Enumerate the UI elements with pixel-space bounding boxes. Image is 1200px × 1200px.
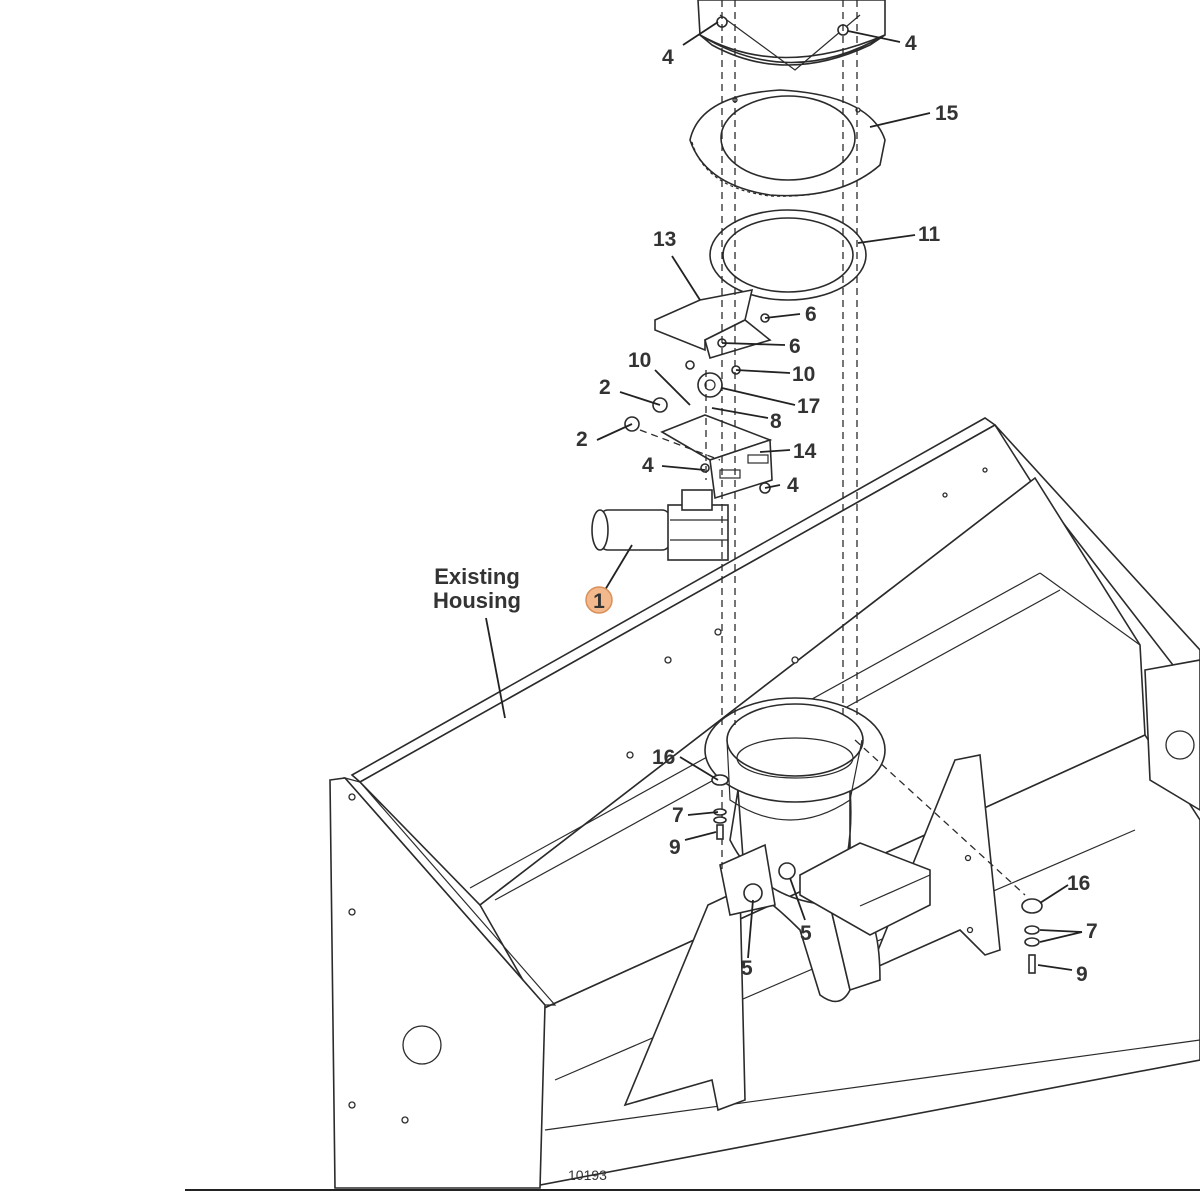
gear-cover <box>654 288 772 360</box>
callout-4: 4 <box>642 454 654 477</box>
callout-9: 9 <box>1076 963 1088 986</box>
callout-8: 8 <box>770 410 782 433</box>
bearing-ring <box>709 209 867 301</box>
callout-16: 16 <box>1067 872 1090 895</box>
callout-15: 15 <box>935 102 959 125</box>
callout-2: 2 <box>599 376 611 399</box>
callout-5: 5 <box>741 957 753 980</box>
callout-10: 10 <box>628 349 651 372</box>
callout-5: 5 <box>800 922 812 945</box>
callout-6: 6 <box>789 335 801 358</box>
callout-4: 4 <box>905 32 917 55</box>
callout-14: 14 <box>793 440 817 463</box>
hardware-stack-right <box>1021 898 1043 974</box>
callout-6: 6 <box>805 303 817 326</box>
existing-housing <box>329 417 1200 1189</box>
callout-9: 9 <box>669 836 681 859</box>
callout-1: 1 <box>593 590 605 613</box>
callout-1-badge <box>585 586 613 614</box>
callout-labels: 4 4 15 11 13 6 6 10 10 2 17 8 2 14 4 4 E… <box>433 32 1098 986</box>
drive-bracket-assembly <box>591 313 773 561</box>
callout-13: 13 <box>653 228 676 251</box>
callout-7: 7 <box>1086 920 1098 943</box>
callout-4: 4 <box>662 46 674 69</box>
housing-label-line-1: Existing <box>434 564 520 589</box>
ring-gear <box>689 89 886 197</box>
assembly-guide-lines <box>639 0 1026 896</box>
figure-number: 10193 <box>568 1167 607 1183</box>
callout-4: 4 <box>787 474 799 497</box>
leader-lines <box>485 21 1083 971</box>
callout-16: 16 <box>652 746 675 769</box>
callout-17: 17 <box>797 395 820 418</box>
callout-11: 11 <box>918 223 941 246</box>
upper-chute <box>697 0 886 71</box>
housing-label-line-2: Housing <box>433 588 521 613</box>
callout-10: 10 <box>792 363 815 386</box>
callout-1-highlighted[interactable]: 1 <box>585 586 613 614</box>
chute-base-spout <box>704 697 931 1003</box>
hardware-stack-left <box>711 774 729 840</box>
callout-7: 7 <box>672 804 684 827</box>
callout-2: 2 <box>576 428 588 451</box>
